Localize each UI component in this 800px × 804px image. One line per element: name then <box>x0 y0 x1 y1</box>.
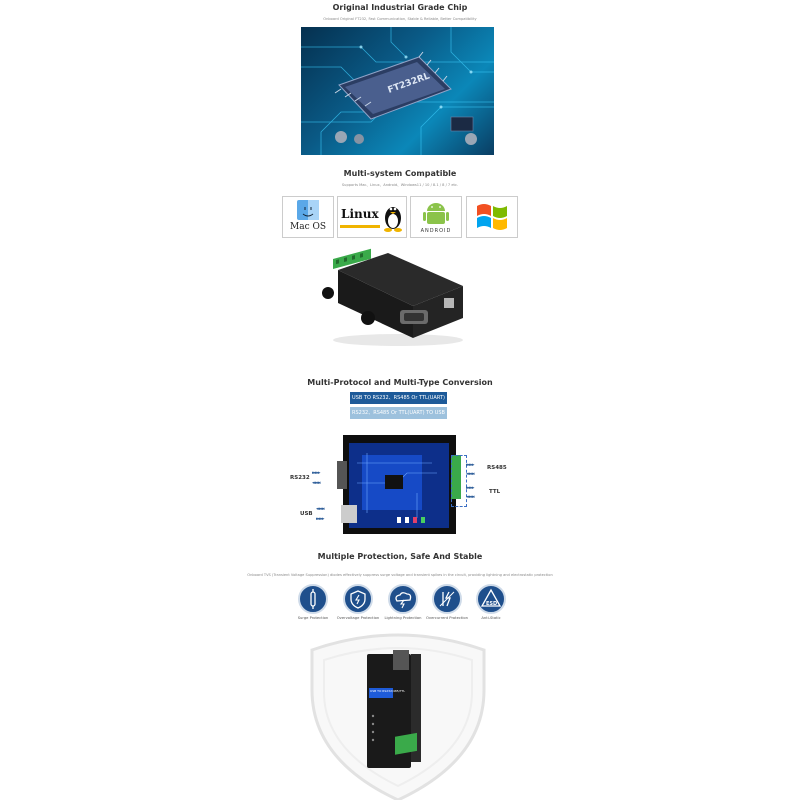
usb-arrows-right: ▸▸▸▸▸ <box>316 516 325 522</box>
surge-protection-label: Surge Protection <box>297 616 329 620</box>
mode-usb-to-serial: USB TO RS232、RS485 Or TTL(UART) <box>350 392 447 404</box>
anti-static-label: Anti-Static <box>481 616 501 620</box>
protection-subtitle: Onboard TVS (Transient Voltage Suppressi… <box>247 573 553 577</box>
rs485-arrows-left: ◂◂◂◂◂ <box>466 471 475 477</box>
overvoltage-protection-label: Overvoltage Protection <box>336 616 380 620</box>
conversion-title: Multi-Protocol and Multi-Type Conversion <box>307 378 493 387</box>
usb-arrows-left: ◂◂◂◂◂ <box>316 506 325 512</box>
pcb-graphic <box>337 435 461 534</box>
surge-protection-icon <box>298 584 328 614</box>
lightning-protection-icon <box>388 584 418 614</box>
usb-label: USB <box>300 511 313 517</box>
overvoltage-protection-icon <box>343 584 373 614</box>
rs485-arrows-right: ▸▸▸▸▸ <box>466 462 475 468</box>
rs232-label: RS232 <box>290 475 310 481</box>
circuit-board-graphic: FT232RL <box>301 27 494 155</box>
windows-logo <box>466 196 518 238</box>
protection-title: Multiple Protection, Safe And Stable <box>317 552 483 561</box>
multisystem-subtitle: Supports Mac、Linux、Android、Windows11 / 1… <box>341 183 459 187</box>
mode-serial-to-usb: RS232、RS485 Or TTL(UART) TO USB <box>350 407 447 419</box>
macos-logo: Mac OS <box>282 196 334 238</box>
ttl-arrows-right: ▸▸▸▸▸ <box>466 485 475 491</box>
board-diagram <box>337 433 462 536</box>
linux-label: Linux <box>341 207 379 221</box>
android-logo: ANDROID <box>410 196 462 238</box>
chip-subtitle: Onboard Original FT232, Fast Communicati… <box>323 17 477 21</box>
windows-flag-icon <box>477 204 507 230</box>
device-front-photo: USB TO RS232/485/TTL <box>365 650 423 770</box>
device-label-text: USB TO RS232/485/TTL <box>370 689 406 693</box>
chip-image: FT232RL <box>301 27 494 155</box>
tux-icon <box>384 207 402 232</box>
rs485-label: RS485 <box>487 465 507 471</box>
rs232-arrows-left: ◂◂◂◂◂ <box>312 480 321 486</box>
android-label: ANDROID <box>420 228 452 234</box>
overcurrent-protection-label: Overcurrent Protection <box>426 616 468 620</box>
ttl-label: TTL <box>489 489 501 495</box>
device-photo <box>318 248 468 348</box>
lightning-protection-label: Lightning Protection <box>384 616 422 620</box>
esd-text: ESD <box>486 601 497 607</box>
overcurrent-protection-icon <box>432 584 462 614</box>
terminal-highlight <box>451 455 467 507</box>
ttl-arrows-left: ◂◂◂◂◂ <box>466 494 475 500</box>
anti-static-icon: ESD <box>476 584 506 614</box>
rs232-arrows-right: ▸▸▸▸▸ <box>312 470 321 476</box>
linux-logo: Linux <box>337 196 407 238</box>
macos-label: Mac OS <box>289 222 327 232</box>
converter-device-graphic <box>322 248 463 346</box>
chip-title: Original Industrial Grade Chip <box>332 3 468 12</box>
multisystem-title: Multi-system Compatible <box>343 169 457 178</box>
